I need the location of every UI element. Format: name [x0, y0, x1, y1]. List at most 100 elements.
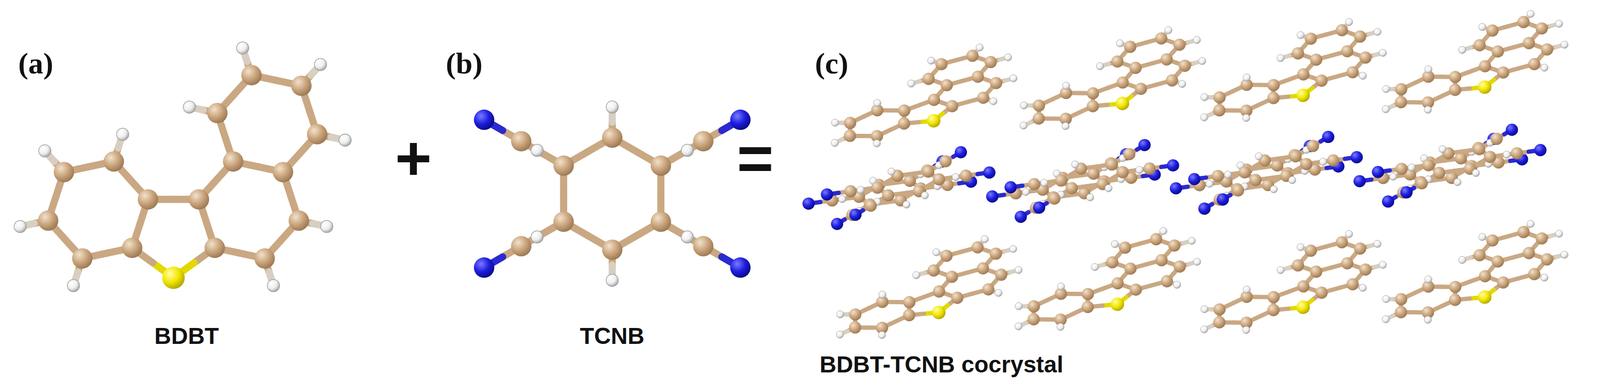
carbon-atom	[922, 73, 935, 86]
nitrogen-atom	[954, 146, 968, 159]
hydrogen-atom	[1555, 19, 1563, 28]
carbon-atom	[650, 155, 672, 177]
hydrogen-atom	[1243, 286, 1251, 294]
carbon-atom	[946, 100, 959, 113]
carbon-atom	[1213, 104, 1226, 117]
carbon-atom	[903, 296, 916, 309]
hydrogen-atom	[1061, 122, 1070, 130]
hydrogen-atom	[1381, 105, 1390, 114]
carbon-atom	[1535, 232, 1548, 245]
hydrogen-atom	[1135, 166, 1144, 174]
operator-symbol: =	[736, 126, 774, 190]
hydrogen-atom	[1478, 233, 1486, 241]
hydrogen-atom	[681, 144, 694, 157]
nitrogen-atom	[831, 218, 844, 231]
carbon-atom	[204, 237, 225, 259]
hydrogen-atom	[1009, 74, 1017, 83]
hydrogen-atom	[1200, 93, 1208, 102]
carbon-atom	[1522, 247, 1535, 260]
carbon-atom	[1422, 159, 1435, 172]
carbon-atom	[1353, 30, 1366, 43]
carbon-atom	[1449, 83, 1462, 96]
carbon-atom	[1149, 233, 1162, 246]
packed-bdbt	[831, 44, 1018, 148]
hydrogen-atom	[1193, 36, 1201, 44]
carbon-atom	[1168, 239, 1181, 252]
packed-bdbt	[836, 235, 1023, 340]
carbon-atom	[1415, 177, 1428, 190]
hydrogen-atom	[1423, 106, 1432, 114]
carbon-atom	[1346, 66, 1359, 79]
packed-bdbt	[1019, 26, 1206, 131]
hydrogen-atom	[1096, 62, 1104, 71]
carbon-atom	[511, 236, 532, 257]
carbon-atom	[37, 210, 59, 232]
carbon-atom	[897, 104, 911, 117]
carbon-atom	[932, 285, 945, 298]
packed-tcnb	[821, 146, 996, 221]
carbon-atom	[1213, 91, 1226, 104]
nitrogen-atom	[1381, 195, 1395, 208]
hydrogen-atom	[1224, 171, 1232, 179]
carbon-atom	[1267, 79, 1280, 92]
carbon-atom	[1527, 58, 1541, 71]
carbon-atom	[940, 249, 953, 263]
carbon-atom	[1353, 242, 1366, 255]
hydrogen-atom	[856, 186, 865, 194]
hydrogen-atom	[873, 139, 881, 147]
hydrogen-atom	[1164, 26, 1173, 34]
carbon-atom	[1155, 254, 1168, 267]
hydrogen-atom	[1345, 18, 1353, 26]
carbon-atom	[1134, 82, 1147, 95]
carbon-atom	[1394, 293, 1408, 306]
carbon-atom	[1527, 268, 1541, 281]
hydrogen-atom	[878, 331, 886, 339]
hydrogen-atom	[1014, 322, 1023, 331]
hydrogen-atom	[1438, 145, 1447, 153]
hydrogen-atom	[1379, 49, 1387, 57]
hydrogen-atom	[1022, 188, 1030, 196]
hydrogen-atom	[1255, 152, 1263, 161]
hydrogen-atom	[831, 139, 839, 147]
carbon-atom	[1160, 53, 1173, 66]
carbon-atom	[601, 239, 623, 261]
carbon-atom	[1124, 40, 1137, 53]
carbon-atom	[1124, 263, 1137, 276]
hydrogen-atom	[1056, 323, 1065, 331]
carbon-atom	[849, 321, 862, 334]
hydrogen-atom	[1014, 266, 1023, 274]
hydrogen-atom	[530, 144, 544, 157]
hydrogen-atom	[1091, 263, 1099, 271]
carbon-atom	[1116, 76, 1129, 89]
carbon-atom	[1032, 112, 1045, 125]
carbon-atom	[971, 241, 984, 254]
carbon-atom	[1267, 91, 1280, 104]
hydrogen-atom	[1014, 302, 1023, 310]
nitrogen-atom	[473, 257, 495, 279]
hydrogen-atom	[1086, 193, 1094, 202]
hydrogen-atom	[1071, 161, 1079, 169]
carbon-atom	[1304, 32, 1317, 45]
hydrogen-atom	[1359, 72, 1367, 80]
sulfur-atom	[162, 266, 185, 290]
carbon-atom	[922, 165, 935, 178]
carbon-atom	[1359, 51, 1372, 64]
carbon-atom	[1306, 140, 1320, 153]
carbon-atom	[307, 124, 328, 145]
hydrogen-atom	[1453, 178, 1462, 186]
carbon-atom	[254, 248, 275, 269]
sulfur-atom	[1478, 290, 1492, 305]
nitrogen-atom	[1321, 131, 1335, 144]
sulfur-atom	[1296, 300, 1310, 315]
hydrogen-atom	[887, 168, 896, 176]
carbon-atom	[927, 264, 940, 277]
carbon-atom	[1394, 83, 1408, 96]
hydrogen-atom	[1277, 54, 1285, 62]
carbon-atom	[1541, 43, 1554, 56]
carbon-atom	[72, 248, 93, 269]
panel-label: (a)	[18, 48, 54, 79]
carbon-atom	[1309, 265, 1322, 279]
carbon-atom	[1106, 256, 1119, 269]
hydrogen-atom	[320, 220, 333, 233]
